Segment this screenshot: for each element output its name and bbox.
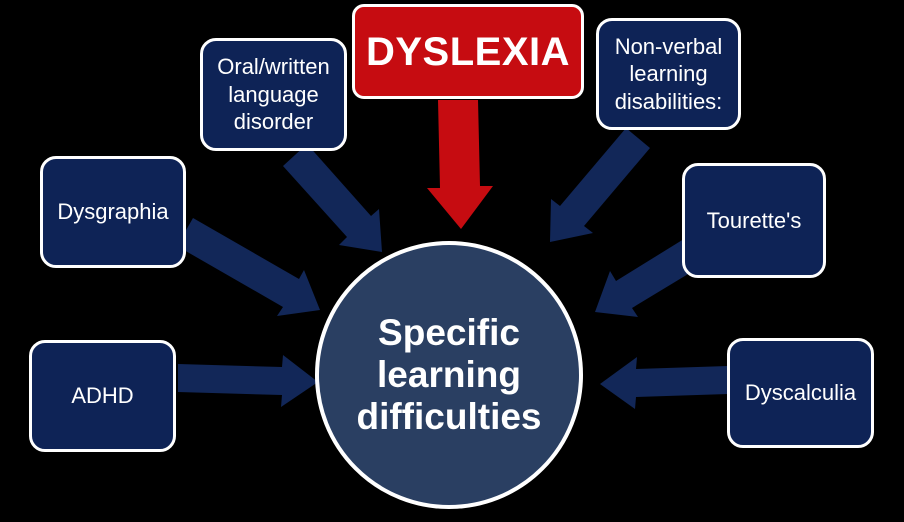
arrow-dyslexia-to-center bbox=[427, 100, 493, 229]
node-non-verbal-label: Non-verbal learning disabilities: bbox=[614, 33, 723, 114]
node-dyscalculia: Dyscalculia bbox=[727, 338, 874, 448]
arrow-oral-written-to-center bbox=[283, 144, 382, 252]
node-dysgraphia-label: Dysgraphia bbox=[57, 199, 169, 225]
node-adhd-label: ADHD bbox=[71, 383, 134, 409]
node-oral-written-language-disorder: Oral/written language disorder bbox=[200, 38, 347, 151]
node-oral-written-label: Oral/written language disorder bbox=[217, 54, 330, 135]
node-dysgraphia: Dysgraphia bbox=[40, 156, 186, 268]
arrow-non-verbal-to-center bbox=[550, 128, 650, 242]
node-dyslexia: DYSLEXIA bbox=[352, 4, 584, 99]
node-adhd: ADHD bbox=[29, 340, 176, 452]
node-dyscalculia-label: Dyscalculia bbox=[744, 380, 857, 406]
center-circle-specific-learning-difficulties: Specific learning difficulties bbox=[315, 241, 583, 509]
arrow-dyscalculia-to-center bbox=[600, 357, 728, 409]
arrow-adhd-to-center bbox=[178, 355, 318, 407]
arrow-tourettes-to-center bbox=[595, 234, 708, 317]
node-tourettes-label: Tourette's bbox=[706, 207, 802, 233]
node-dyslexia-label: DYSLEXIA bbox=[365, 29, 571, 74]
node-tourettes: Tourette's bbox=[682, 163, 826, 278]
node-non-verbal-learning-disabilities: Non-verbal learning disabilities: bbox=[596, 18, 741, 130]
arrow-dysgraphia-to-center bbox=[177, 218, 320, 316]
center-circle-label: Specific learning difficulties bbox=[356, 311, 542, 438]
